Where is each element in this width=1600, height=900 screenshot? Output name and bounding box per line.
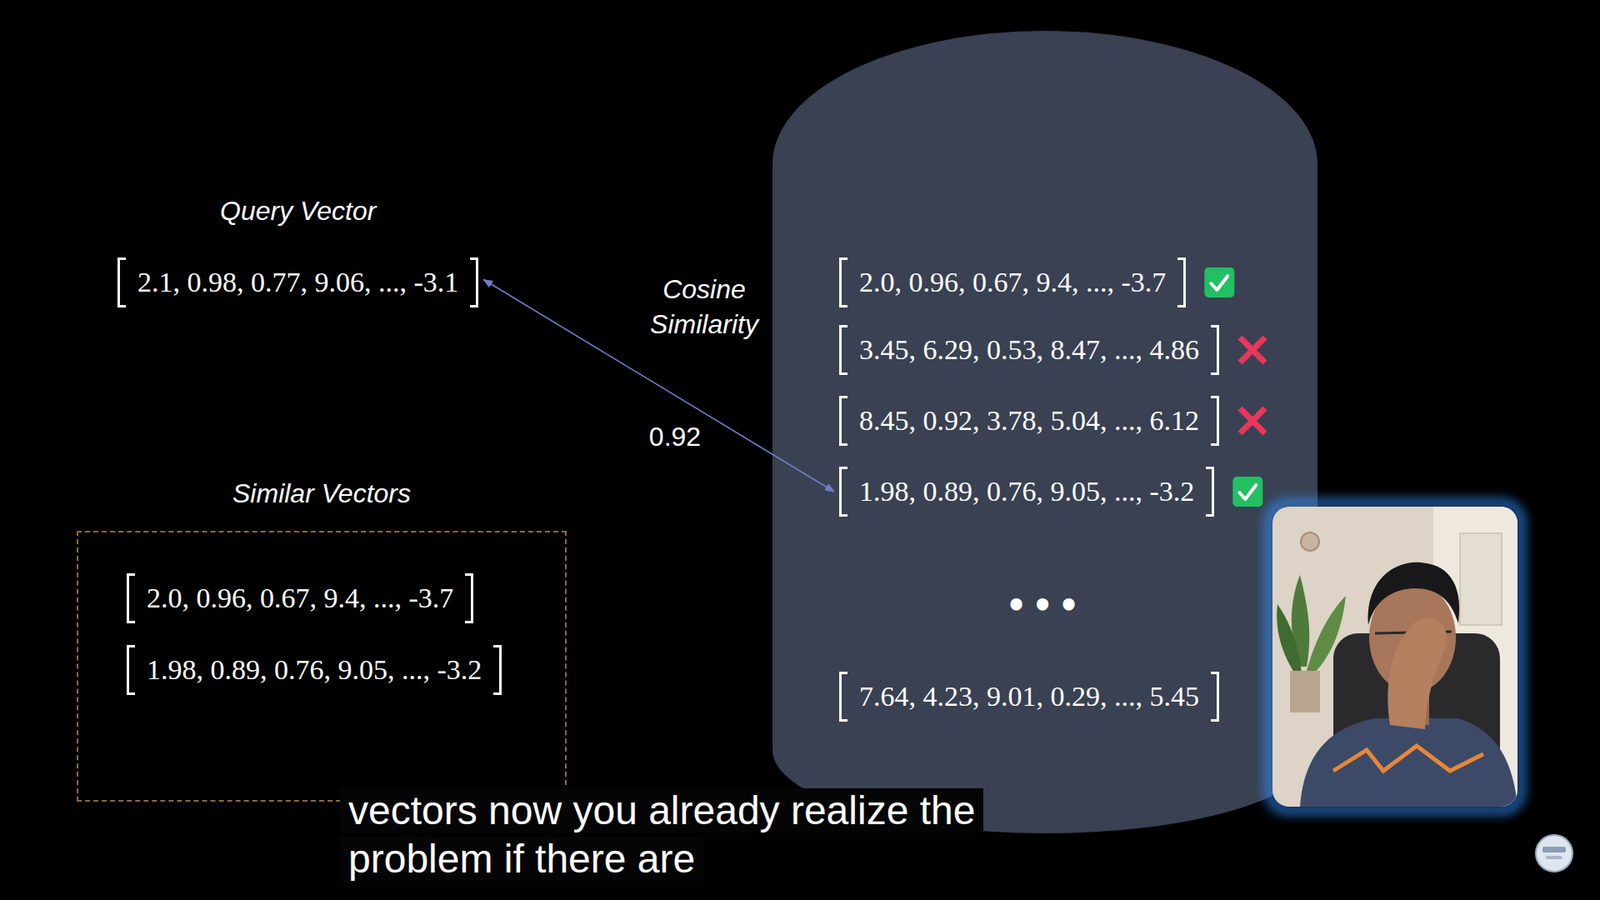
heading: Similar Vectors bbox=[232, 478, 411, 509]
similar-vector: 1.98, 0.89, 0.76, 9.05, ..., -3.2 bbox=[126, 645, 502, 695]
raised-hand bbox=[1387, 618, 1447, 730]
plant-pot bbox=[1290, 670, 1320, 713]
check-tick bbox=[1210, 275, 1228, 290]
vector-values: 1.98, 0.89, 0.76, 9.05, ..., -3.2 bbox=[146, 651, 482, 689]
logo-badge bbox=[1535, 835, 1573, 872]
vector-values-holder: 2.0, 0.96, 0.67, 9.4, ..., -3.7 bbox=[126, 573, 474, 624]
similarity-label: Cosine Similarity bbox=[650, 274, 759, 340]
vector-values: 2.1, 0.98, 0.77, 9.06, ..., -3.1 bbox=[137, 264, 459, 301]
vector-values-holder: 2.0, 0.96, 0.67, 9.4, ..., -3.7 bbox=[839, 257, 1186, 308]
logo-mark bbox=[1545, 855, 1563, 860]
vector-values: 2.0, 0.96, 0.67, 9.4, ..., -3.7 bbox=[859, 264, 1166, 301]
vector-values: 1.98, 0.89, 0.76, 9.05, ..., -3.2 bbox=[859, 473, 1195, 510]
subtitle: vectors now you already realize the prob… bbox=[340, 788, 984, 881]
check-mark bbox=[1232, 476, 1263, 507]
stored-vector: 8.45, 0.92, 3.78, 5.04, ..., 6.12 bbox=[839, 395, 1220, 446]
check-box bbox=[1232, 476, 1263, 507]
similar-vectors-box: 2.0, 0.96, 0.67, 9.4, ..., -3.7 1.98, 0.8… bbox=[76, 530, 567, 802]
vector-values-holder: 2.1, 0.98, 0.77, 9.06, ..., -3.1 bbox=[117, 257, 479, 308]
check-mark bbox=[1204, 267, 1235, 298]
similarity-label-holder: Cosine Similarity bbox=[633, 271, 775, 342]
stored-vector: 1.98, 0.89, 0.76, 9.05, ..., -3.2 bbox=[839, 466, 1215, 517]
vector-values-holder: 7.64, 4.23, 9.01, 0.29, ..., 5.45 bbox=[839, 671, 1220, 722]
heading: Query Vector bbox=[220, 195, 376, 226]
vector-values: 7.64, 4.23, 9.01, 0.29, ..., 5.45 bbox=[859, 678, 1200, 715]
hair bbox=[1368, 562, 1460, 625]
ellipsis: ••• bbox=[1005, 586, 1085, 624]
subtitle-holder: vectors now you already realize the prob… bbox=[340, 786, 1007, 884]
similarity-score: 0.92 bbox=[649, 421, 701, 452]
score-label-holder: 0.92 bbox=[649, 421, 701, 452]
vector-values-holder: 8.45, 0.92, 3.78, 5.04, ..., 6.12 bbox=[839, 395, 1220, 446]
similar-vector: 2.0, 0.96, 0.67, 9.4, ..., -3.7 bbox=[126, 573, 474, 624]
vector-values-holder: 3.45, 6.29, 0.53, 8.47, ..., 4.86 bbox=[839, 325, 1220, 375]
ellipsis-holder: ••• bbox=[772, 586, 1318, 624]
shirt bbox=[1300, 718, 1518, 807]
webcam-inset bbox=[1269, 503, 1521, 817]
wall-clock bbox=[1300, 532, 1320, 551]
check-box bbox=[1204, 267, 1235, 298]
stored-vector: 3.45, 6.29, 0.53, 8.47, ..., 4.86 bbox=[839, 325, 1220, 375]
vector-values-holder: 1.98, 0.89, 0.76, 9.05, ..., -3.2 bbox=[126, 645, 502, 695]
heading-holder: Query Vector bbox=[117, 195, 479, 226]
door-panel bbox=[1460, 533, 1502, 625]
vector-values: 8.45, 0.92, 3.78, 5.04, ..., 6.12 bbox=[859, 402, 1200, 440]
stored-vector: 7.64, 4.23, 9.01, 0.29, ..., 5.45 bbox=[839, 671, 1220, 722]
cylinder-body bbox=[772, 30, 1318, 834]
logo-mark bbox=[1542, 846, 1566, 853]
channel-logo bbox=[1535, 835, 1573, 872]
plant-leaf bbox=[1276, 604, 1302, 675]
vector-values: 2.0, 0.96, 0.67, 9.4, ..., -3.7 bbox=[146, 580, 454, 617]
shirt-print bbox=[1333, 745, 1484, 771]
query-vector: Query Vector 2.1, 0.98, 0.77, 9.06, ..., … bbox=[117, 195, 479, 308]
check-tick bbox=[1239, 485, 1256, 500]
heading-holder: Similar Vectors bbox=[78, 478, 565, 509]
vector-values-holder: 1.98, 0.89, 0.76, 9.05, ..., -3.2 bbox=[839, 466, 1215, 517]
vector-database: 2.0, 0.96, 0.67, 9.4, ..., -3.7 3.45, 6.2… bbox=[772, 30, 1318, 834]
stored-vector: 2.0, 0.96, 0.67, 9.4, ..., -3.7 bbox=[839, 257, 1186, 308]
vector-values: 3.45, 6.29, 0.53, 8.47, ..., 4.86 bbox=[859, 331, 1200, 369]
